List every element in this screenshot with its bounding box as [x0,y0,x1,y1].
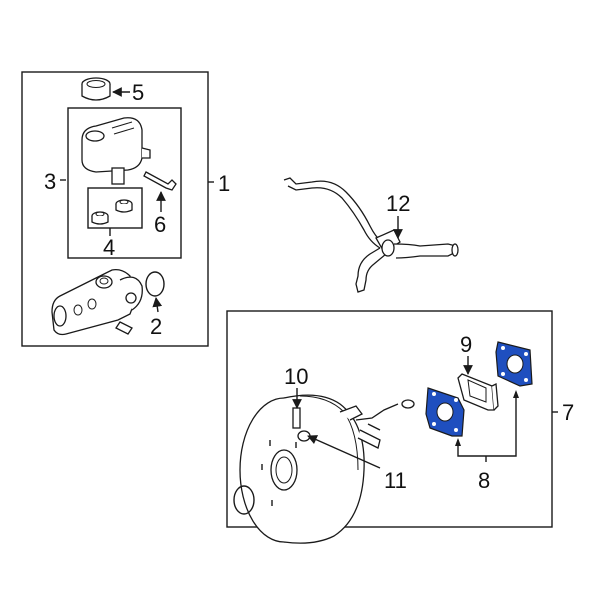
callout-9: 9 [460,332,472,357]
reservoir-seals[interactable] [91,199,133,225]
reservoir-group-frame [67,107,182,259]
vacuum-hose[interactable] [283,177,459,293]
callout-11: 11 [384,468,407,493]
master-cylinder-group-frame [21,71,209,347]
callout-1: 1 [218,171,230,196]
booster-seal-ring[interactable] [233,485,255,515]
callout-8: 8 [478,468,490,493]
booster-gasket-right[interactable] [495,341,533,387]
callout-leader-8-arrow-b [513,390,519,398]
callout-leader-2 [152,297,163,313]
callout-2: 2 [150,314,162,339]
master-cylinder-o-ring[interactable] [145,271,165,297]
callout-7: 7 [562,400,574,425]
callout-5: 5 [132,80,144,105]
reservoir-pin[interactable] [143,171,177,191]
callout-3: 3 [44,169,56,194]
check-valve[interactable] [292,407,311,442]
booster-spacer[interactable] [457,373,499,411]
callout-leader-8 [457,392,517,457]
callout-leader-8-arrow-a [455,438,461,446]
seal-group-frame [87,187,143,229]
reservoir-cap[interactable] [81,77,111,101]
brake-booster-group-frame [226,310,553,528]
callout-leader-11 [307,435,381,469]
master-cylinder[interactable] [51,268,143,336]
callout-12: 12 [386,191,410,216]
booster-gasket-left[interactable] [425,387,465,437]
callout-6: 6 [154,212,166,237]
brake-fluid-reservoir[interactable] [81,117,151,185]
callout-4: 4 [103,235,115,260]
callout-10: 10 [284,364,308,389]
